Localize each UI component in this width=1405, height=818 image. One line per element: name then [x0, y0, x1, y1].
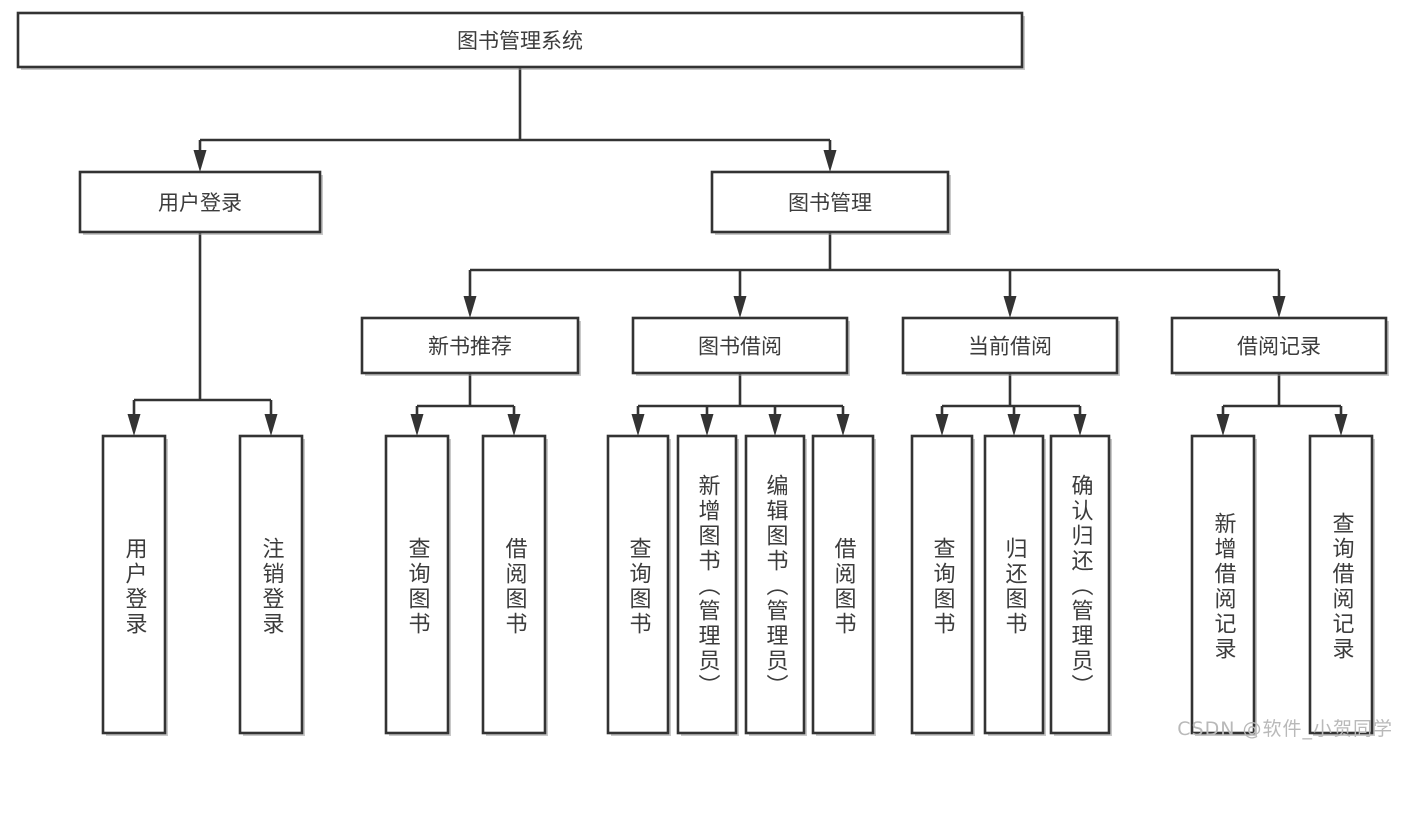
node-box[interactable] [481, 434, 547, 735]
node-label: 借阅记录 [1237, 335, 1321, 359]
node-new-book-rec[interactable]: 新书推荐 [360, 316, 581, 376]
node-leaf-logout[interactable] [238, 434, 305, 736]
arrow-head-icon [507, 414, 521, 436]
node-leaf-query-book-2[interactable] [606, 434, 671, 736]
arrow-head-icon [193, 150, 207, 172]
node-user-login[interactable]: 用户登录 [78, 170, 323, 235]
node-leaf-return-book[interactable] [983, 434, 1046, 736]
node-box[interactable] [1308, 434, 1374, 735]
connectors-layer [127, 67, 1348, 436]
node-box[interactable] [606, 434, 670, 735]
arrow-head-icon [410, 414, 424, 436]
arrow-head-icon [700, 414, 714, 436]
node-leaf-add-book[interactable] [676, 434, 739, 736]
node-box[interactable] [910, 434, 974, 735]
arrow-head-icon [935, 414, 949, 436]
node-label: 新书推荐 [428, 335, 512, 359]
node-book-manage[interactable]: 图书管理 [710, 170, 951, 235]
node-label: 用户登录 [158, 191, 242, 215]
arrow-head-icon [1003, 296, 1017, 318]
arrow-head-icon [463, 296, 477, 318]
watermark: CSDN @软件_小贺同学 [1177, 718, 1393, 740]
node-box[interactable] [631, 316, 849, 375]
node-box[interactable] [78, 170, 322, 234]
node-box[interactable] [983, 434, 1045, 735]
node-leaf-query-book-3[interactable] [910, 434, 975, 736]
node-box[interactable] [238, 434, 304, 735]
node-leaf-query-book-1[interactable] [384, 434, 451, 736]
node-leaf-borrow-book-1[interactable] [481, 434, 548, 736]
arrow-head-icon [1216, 414, 1230, 436]
arrow-head-icon [836, 414, 850, 436]
arrow-head-icon [823, 150, 837, 172]
arrow-head-icon [127, 414, 141, 436]
arrow-head-icon [768, 414, 782, 436]
node-label: 当前借阅 [968, 335, 1052, 359]
node-box[interactable] [16, 11, 1024, 69]
node-box[interactable] [901, 316, 1119, 375]
node-book-borrow[interactable]: 图书借阅 [631, 316, 850, 376]
arrow-head-icon [631, 414, 645, 436]
node-box[interactable] [1190, 434, 1256, 735]
node-box[interactable] [710, 170, 950, 234]
node-box[interactable] [360, 316, 580, 375]
node-leaf-confirm-return[interactable] [1049, 434, 1112, 736]
node-leaf-edit-book[interactable] [744, 434, 807, 736]
node-borrow-record[interactable]: 借阅记录 [1170, 316, 1389, 376]
node-leaf-query-record[interactable] [1308, 434, 1375, 736]
node-leaf-borrow-book-2[interactable] [811, 434, 876, 736]
node-box[interactable] [744, 434, 806, 735]
node-root[interactable]: 图书管理系统 [16, 11, 1025, 70]
arrow-head-icon [1007, 414, 1021, 436]
flowchart-canvas: 图书管理系统用户登录图书管理新书推荐图书借阅当前借阅借阅记录 用户登录注销登录查… [16, 11, 1393, 740]
node-label: 图书借阅 [698, 335, 782, 359]
arrow-head-icon [1334, 414, 1348, 436]
node-current-borrow[interactable]: 当前借阅 [901, 316, 1120, 376]
node-box[interactable] [676, 434, 738, 735]
arrow-head-icon [1073, 414, 1087, 436]
node-label: 图书管理系统 [457, 29, 583, 53]
node-box[interactable] [101, 434, 167, 735]
arrow-head-icon [264, 414, 278, 436]
arrow-head-icon [733, 296, 747, 318]
node-box[interactable] [384, 434, 450, 735]
node-box[interactable] [1049, 434, 1111, 735]
node-leaf-add-record[interactable] [1190, 434, 1257, 736]
node-label: 图书管理 [788, 191, 872, 215]
node-leaf-user-login[interactable] [101, 434, 168, 736]
node-box[interactable] [1170, 316, 1388, 375]
node-box[interactable] [811, 434, 875, 735]
arrow-head-icon [1272, 296, 1286, 318]
